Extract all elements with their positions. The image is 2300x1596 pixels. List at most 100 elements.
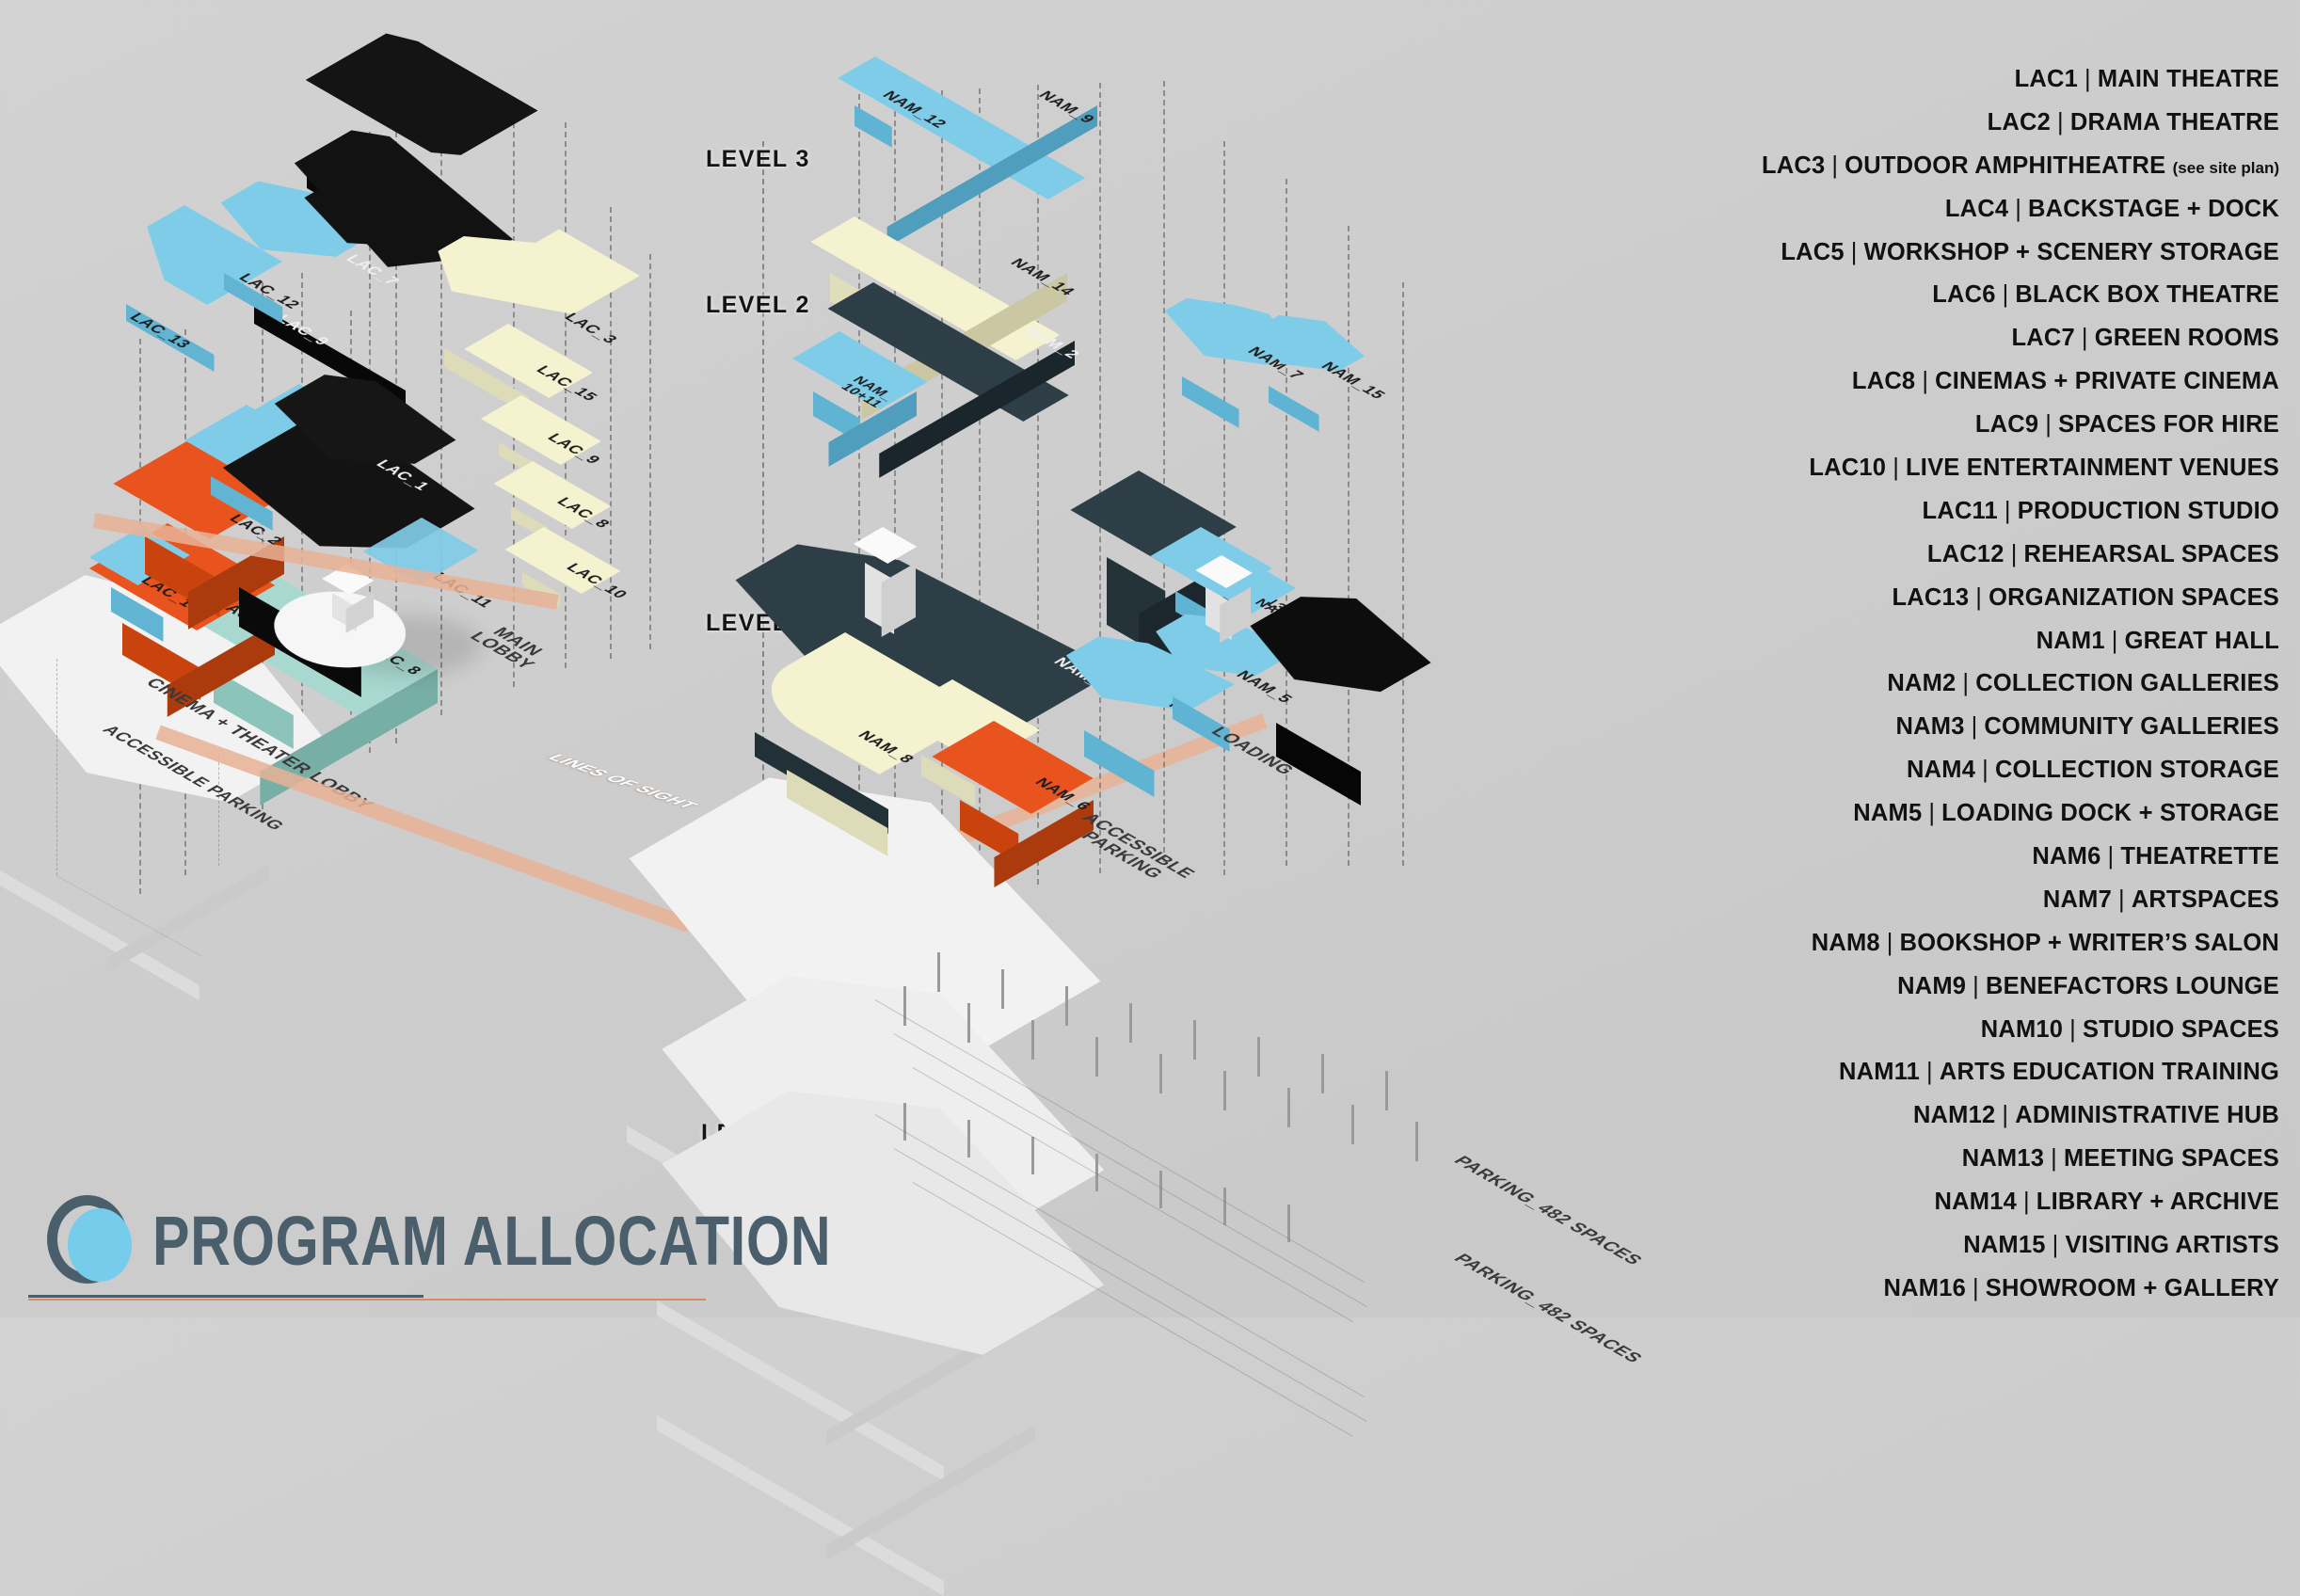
legend-name: BACKSTAGE + DOCK (2028, 195, 2279, 222)
legend-name: COLLECTION STORAGE (1994, 757, 2279, 784)
legend-item-nam10: NAM10|STUDIO SPACES (1658, 1015, 2279, 1043)
legend-item-nam15: NAM15|VISITING ARTISTS (1658, 1232, 2279, 1259)
legend-item-nam6: NAM6|THEATRETTE (1658, 843, 2279, 870)
legend-separator: | (2022, 1189, 2030, 1216)
title-rule-orange (28, 1299, 706, 1301)
legend-code: NAM3 (1895, 713, 1965, 741)
legend-name: ARTS EDUCATION TRAINING (1939, 1059, 2279, 1086)
legend-code: NAM13 (1961, 1145, 2045, 1173)
legend-code: LAC12 (1926, 540, 2005, 567)
legend-name: PRODUCTION STUDIO (2017, 497, 2279, 524)
legend-separator: | (1886, 929, 1893, 956)
legend-item-lac9: LAC9|SPACES FOR HIRE (1658, 411, 2279, 439)
slab-label-lac3: LAC_3 (560, 311, 622, 346)
legend-code: LAC6 (1932, 281, 1996, 309)
legend-code: NAM12 (1912, 1102, 1996, 1129)
legend-separator: | (2052, 1232, 2059, 1259)
legend-name: MEETING SPACES (2063, 1145, 2279, 1173)
projection-guide (1099, 83, 1101, 873)
legend-separator: | (2057, 108, 2064, 136)
legend-item-lac11: LAC11|PRODUCTION STUDIO (1658, 497, 2279, 524)
legend-separator: | (2111, 627, 2118, 654)
projection-guide (1037, 85, 1039, 885)
projection-guide (941, 90, 943, 909)
legend-code: NAM9 (1897, 972, 1967, 999)
projection-guide (610, 207, 612, 659)
legend-code: NAM8 (1811, 929, 1880, 956)
legend-name: ARTSPACES (2131, 886, 2279, 913)
legend-name: SHOWROOM + GALLERY (1985, 1274, 2279, 1301)
legend-item-lac8: LAC8|CINEMAS + PRIVATE CINEMA (1658, 368, 2279, 395)
level-label-3: LEVEL 3 (706, 146, 810, 172)
legend-name: COMMUNITY GALLERIES (1984, 713, 2279, 741)
annotation-lines-of-sight: LINES OF SIGHT (542, 753, 702, 811)
legend-item-nam16: NAM16|SHOWROOM + GALLERY (1658, 1274, 2279, 1301)
legend-separator: | (2010, 540, 2018, 567)
legend-item-lac5: LAC5|WORKSHOP + SCENERY STORAGE (1658, 238, 2279, 265)
legend-separator: | (1962, 670, 1970, 697)
legend-name: BLACK BOX THEATRE (2015, 281, 2279, 309)
legend-separator: | (1975, 583, 1983, 611)
legend-item-lac12: LAC12|REHEARSAL SPACES (1658, 540, 2279, 567)
legend-separator: | (2004, 497, 2011, 524)
projection-guide (979, 88, 981, 898)
legend-name: GREEN ROOMS (2094, 325, 2279, 352)
legend-code: NAM15 (1963, 1232, 2046, 1259)
legend-name: THEATRETTE (2120, 843, 2279, 870)
legend-item-nam3: NAM3|COMMUNITY GALLERIES (1658, 715, 2279, 740)
legend-item-nam7: NAM7|ARTSPACES (1658, 886, 2279, 913)
legend-separator: | (1926, 1059, 1933, 1086)
legend-item-lac3: LAC3|OUTDOOR AMPHITHEATRE (see site plan… (1658, 152, 2279, 179)
title-block: PROGRAM ALLOCATION (28, 1193, 832, 1306)
legend-code: NAM10 (1980, 1015, 2064, 1043)
legend-name: STUDIO SPACES (2083, 1015, 2279, 1043)
projection-guide (1402, 282, 1404, 866)
projection-guide (1223, 141, 1225, 875)
circle-logo-icon (47, 1195, 139, 1285)
legend-item-nam12: NAM12|ADMINISTRATIVE HUB (1658, 1104, 2279, 1128)
legend-code: LAC3 (1761, 152, 1826, 179)
legend-code: LAC13 (1892, 583, 1970, 611)
legend-separator: | (1922, 368, 1929, 395)
legend-name: MAIN THEATRE (2097, 66, 2279, 92)
legend-name: ADMINISTRATIVE HUB (2015, 1102, 2279, 1129)
legend-name: SPACES FOR HIRE (2058, 411, 2279, 439)
legend-item-nam14: NAM14|LIBRARY + ARCHIVE (1658, 1189, 2279, 1216)
legend-item-nam9: NAM9|BENEFACTORS LOUNGE (1658, 972, 2279, 999)
legend-code: LAC7 (2011, 325, 2075, 352)
projection-guide (440, 113, 442, 715)
level-guide-line (762, 141, 766, 1167)
level-label-2: LEVEL 2 (706, 292, 810, 318)
legend-item-lac13: LAC13|ORGANIZATION SPACES (1658, 583, 2279, 611)
title-rule-dark (28, 1295, 423, 1298)
page-title: PROGRAM ALLOCATION (152, 1202, 832, 1280)
legend-separator: | (1972, 1274, 1979, 1301)
legend-name: LOADING DOCK + STORAGE (1941, 800, 2279, 827)
legend-name: WORKSHOP + SCENERY STORAGE (1863, 238, 2279, 265)
legend-separator: | (2045, 411, 2052, 439)
legend-item-lac6: LAC6|BLACK BOX THEATRE (1658, 283, 2279, 308)
legend-separator: | (1973, 972, 1979, 999)
legend-item-nam2: NAM2|COLLECTION GALLERIES (1658, 672, 2279, 696)
legend-code: NAM14 (1934, 1189, 2017, 1216)
projection-guide (1163, 81, 1165, 862)
legend-item-nam5: NAM5|LOADING DOCK + STORAGE (1658, 800, 2279, 827)
legend-name: OUTDOOR AMPHITHEATRE (1845, 152, 2166, 179)
projection-guide (1348, 226, 1350, 866)
legend-separator: | (1928, 800, 1936, 827)
legend-code: LAC4 (1944, 195, 2009, 222)
legend-code: LAC9 (1974, 411, 2039, 439)
legend-separator: | (1850, 238, 1858, 265)
legend-name: VISITING ARTISTS (2065, 1232, 2279, 1259)
legend-code: NAM6 (2032, 843, 2101, 870)
legend-code: LAC8 (1851, 368, 1916, 395)
legend-code: NAM2 (1887, 670, 1957, 697)
legend-separator: | (2002, 281, 2009, 309)
legend-item-lac7: LAC7|GREEN ROOMS (1658, 327, 2279, 351)
legend-code: LAC5 (1781, 238, 1845, 265)
legend-code: NAM11 (1839, 1059, 1921, 1086)
legend-item-lac4: LAC4|BACKSTAGE + DOCK (1658, 195, 2279, 222)
legend-item-lac1: LAC1|MAIN THEATRE (1658, 66, 2279, 92)
